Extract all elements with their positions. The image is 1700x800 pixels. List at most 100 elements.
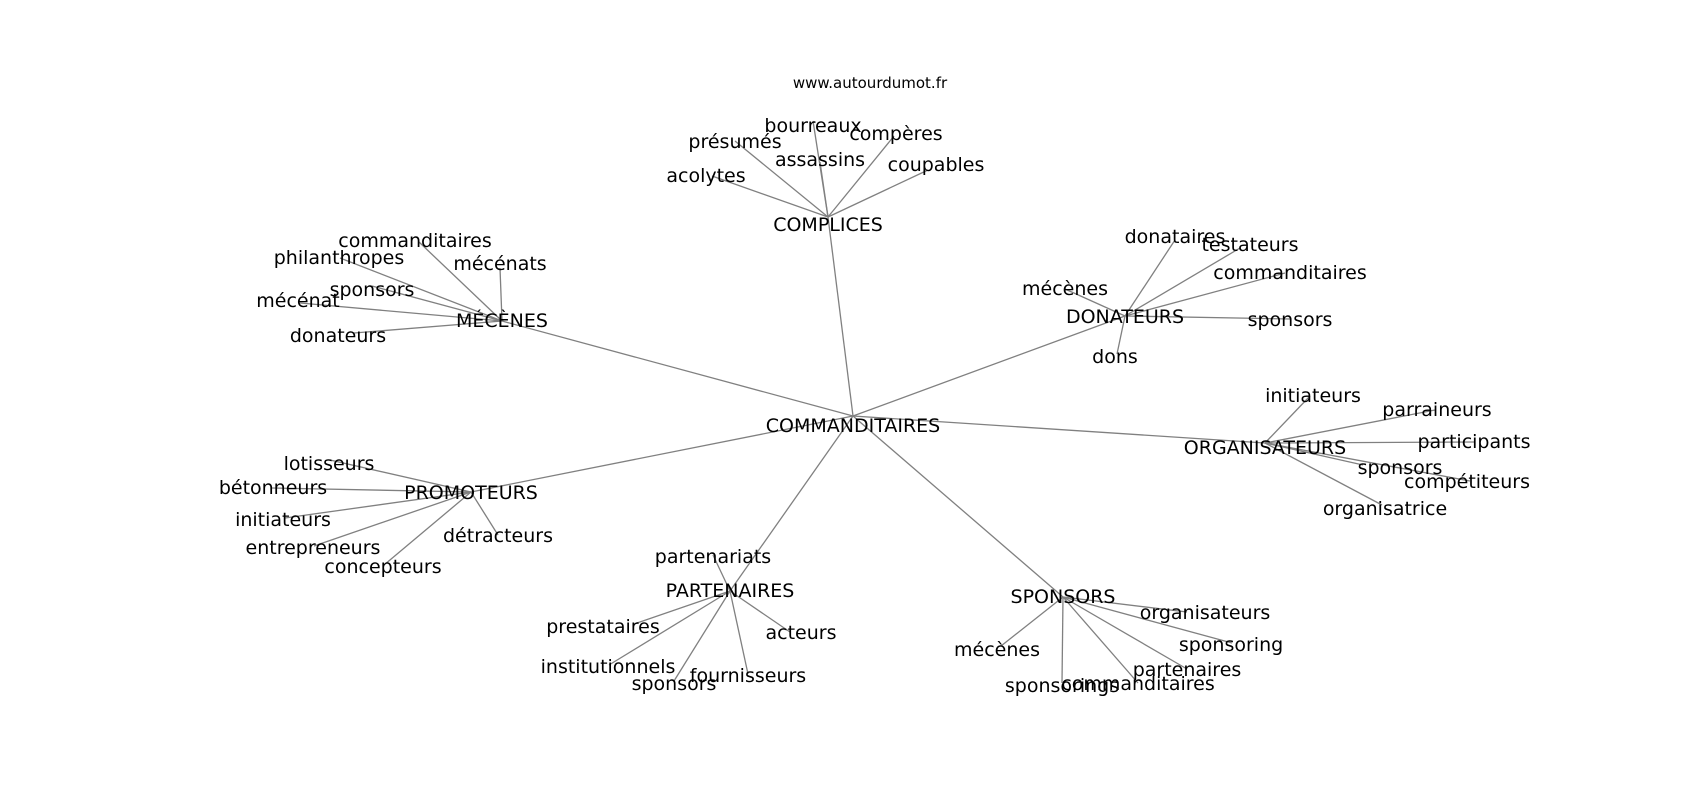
word-node-label[interactable]: partenariats [655,546,771,568]
edges-layer [271,120,1476,684]
word-node-label[interactable]: sponsorings [1005,675,1119,697]
edge-hub-to-word [339,257,503,322]
edge-center-to-hub [852,415,1064,598]
edge-hub-to-word [299,302,503,322]
edge-center-to-hub [470,415,854,493]
edge-hub-to-word [313,491,472,547]
word-node-label[interactable]: bourreaux [764,115,861,137]
edge-hub-to-word [470,491,499,536]
edge-hub-to-word [1062,596,1188,613]
word-node-label[interactable]: philanthropes [274,247,405,269]
edge-hub-to-word [1264,442,1471,482]
edge-hub-to-word [827,135,895,218]
word-node-label[interactable]: partenaires [1133,659,1242,681]
hub-node-label[interactable]: COMPLICES [773,214,883,236]
word-node-label[interactable]: fournisseurs [690,665,806,687]
edge-center-to-hub [501,320,854,417]
edge-hub-to-word [284,491,472,519]
edge-hub-to-word [819,161,829,218]
hub-node-label[interactable]: MÉCÈNES [456,309,548,332]
edge-hub-to-word [729,590,749,675]
word-node-label[interactable]: participants [1417,431,1530,453]
edge-center-to-hub [729,415,854,592]
edge-hub-to-word [734,140,829,218]
edge-hub-to-word [1061,596,1064,684]
word-node-label[interactable]: bétonneurs [219,477,327,499]
word-node-label[interactable]: mécènes [1022,278,1108,300]
word-node-label[interactable]: concepteurs [324,556,441,578]
word-node-label[interactable]: acolytes [666,165,745,187]
edge-hub-to-word [633,590,731,625]
word-node-label[interactable]: lotisseurs [284,453,375,475]
word-node-label[interactable]: organisateurs [1140,602,1271,624]
center-node-label[interactable]: COMMANDITAIRES [766,415,940,437]
edge-hub-to-word [383,491,472,566]
word-node-label[interactable]: donateurs [290,325,386,347]
word-node-label[interactable]: organisatrice [1323,498,1447,520]
word-node-label[interactable]: initiateurs [235,509,331,531]
edge-hub-to-word [1264,409,1436,444]
edge-hub-to-word [1124,315,1291,320]
edge-center-to-hub [852,315,1126,417]
word-node-label[interactable]: sponsors [330,279,415,301]
word-node-label[interactable]: testateurs [1201,234,1298,256]
word-node-label[interactable]: compères [849,123,942,145]
edge-hub-to-word [1062,596,1139,684]
edge-center-to-hub [827,216,854,417]
word-node-label[interactable]: coupables [888,154,985,176]
edge-hub-to-word [1264,441,1476,444]
edge-hub-to-word [371,285,503,322]
edge-hub-to-word [729,590,791,633]
hub-node-label[interactable]: DONATEURS [1066,306,1184,328]
edge-hub-to-word [1064,288,1126,317]
word-node-label[interactable]: sponsors [1358,457,1443,479]
edge-hub-to-word [1062,596,1233,644]
edge-hub-to-word [1264,442,1383,506]
word-node-label[interactable]: mécènes [954,639,1040,661]
edge-hub-to-word [711,175,829,218]
edge-hub-to-word [1062,596,1188,670]
word-node-label[interactable]: sponsoring [1179,634,1283,656]
word-node-label[interactable]: prestataires [546,616,660,638]
word-node-label[interactable]: sponsors [1248,309,1333,331]
edge-hub-to-word [608,590,731,666]
edge-center-to-hub [852,415,1266,444]
edge-hub-to-word [499,267,503,322]
labels-layer: COMMANDITAIRES COMPLICES bourreauxprésumés… [219,115,1531,697]
hub-node-label[interactable]: ORGANISATEURS [1184,437,1346,459]
word-node-label[interactable]: acteurs [766,622,837,644]
edge-hub-to-word [827,169,929,218]
word-node-label[interactable]: entrepreneurs [246,537,381,559]
edge-hub-to-word [1000,596,1064,647]
edge-hub-to-word [1124,272,1286,317]
word-node-label[interactable]: mécénat [256,290,339,312]
hub-node-label[interactable]: SPONSORS [1011,586,1116,608]
word-node-label[interactable]: initiateurs [1265,385,1361,407]
word-node-label[interactable]: détracteurs [443,525,553,547]
word-node-label[interactable]: commanditaires [338,230,491,252]
edge-hub-to-word [271,487,472,493]
word-node-label[interactable]: mécénats [453,253,546,275]
edge-hub-to-word [1116,315,1126,355]
word-node-label[interactable]: dons [1092,346,1138,368]
edge-hub-to-word [673,590,731,682]
word-node-label[interactable]: présumés [688,131,781,153]
word-node-label[interactable]: donataires [1125,226,1226,248]
word-node-label[interactable]: commanditaires [1213,262,1366,284]
word-node-label[interactable]: compétiteurs [1404,471,1530,493]
word-node-label[interactable]: parraineurs [1382,399,1491,421]
word-node-label[interactable]: sponsors [632,673,717,695]
edge-hub-to-word [712,554,731,592]
edge-hub-to-word [329,459,472,493]
word-node-label[interactable]: assassins [775,149,865,171]
hub-node-label[interactable]: PROMOTEURS [404,482,538,504]
edge-hub-to-word [418,241,503,322]
hub-node-label[interactable]: PARTENAIRES [666,580,795,602]
site-credit: www.autourdumot.fr [793,74,948,92]
edge-hub-to-word [1124,239,1176,317]
edge-hub-to-word [353,320,503,334]
word-node-label[interactable]: commanditaires [1061,673,1214,695]
edge-hub-to-word [1264,395,1311,444]
word-node-label[interactable]: institutionnels [541,656,676,678]
